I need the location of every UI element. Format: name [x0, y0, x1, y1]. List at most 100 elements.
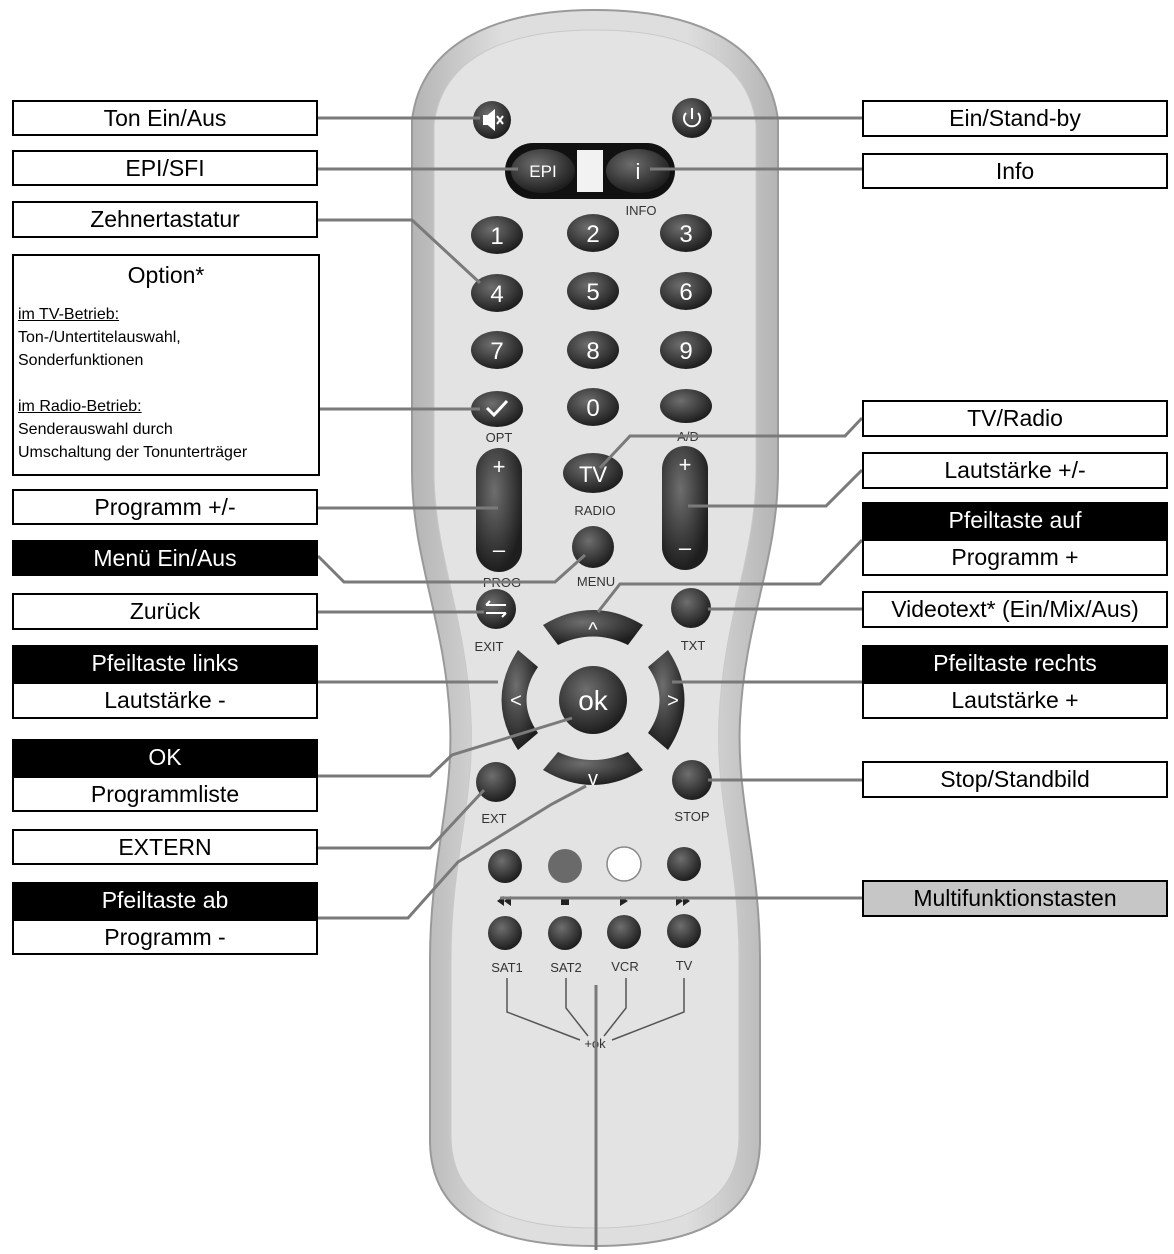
vcr-caption: VCR: [611, 959, 638, 974]
label-programm-plus-minus: Programm +/-: [12, 489, 318, 525]
arrow-right-button[interactable]: [648, 650, 685, 750]
txt-button[interactable]: [671, 588, 711, 628]
label-tv-radio: TV/Radio: [862, 400, 1168, 437]
label-zurueck: Zurück: [12, 593, 318, 630]
digit-5-button[interactable]: [567, 272, 619, 310]
txt-caption: TXT: [681, 638, 706, 653]
digit-3-button[interactable]: [660, 214, 712, 252]
info-button[interactable]: [606, 149, 670, 193]
digit-6-button[interactable]: [660, 272, 712, 310]
label-menu-ein-aus: Menü Ein/Aus: [12, 540, 318, 576]
digit-5-label: 5: [586, 279, 599, 306]
back-icon: [485, 600, 507, 618]
digit-4-button[interactable]: [471, 274, 523, 312]
mute-icon: [483, 108, 504, 132]
exit-caption: EXIT: [475, 639, 504, 654]
sat1-button[interactable]: [488, 916, 522, 950]
digit-1-button[interactable]: [471, 216, 523, 254]
stop-square-button[interactable]: [548, 849, 582, 883]
digit-8-button[interactable]: [567, 331, 619, 369]
label-ein-standby: Ein/Stand-by: [862, 100, 1168, 137]
sat1-caption: SAT1: [491, 960, 523, 975]
vcr-button[interactable]: [607, 915, 641, 949]
info-key-label: i: [636, 159, 641, 184]
volume-plus-sign: +: [679, 452, 692, 477]
digit-9-label: 9: [679, 338, 692, 365]
label-multifunktionstasten: Multifunktionstasten: [862, 880, 1168, 917]
sat2-button[interactable]: [548, 916, 582, 950]
tv-caption: TV: [676, 958, 693, 973]
digit-0-label: 0: [586, 395, 599, 422]
label-zehnertastatur: Zehnertastatur: [12, 201, 318, 238]
label-programm-plus: Programm +: [862, 539, 1168, 576]
digit-4-label: 4: [490, 281, 503, 308]
arrow-down-glyph: v: [588, 768, 598, 790]
power-icon: [683, 108, 701, 128]
fastforward-button[interactable]: [667, 847, 701, 881]
label-ok: OK: [12, 739, 318, 776]
option-box: Option* im TV-Betrieb: Ton-/Untertitelau…: [12, 254, 320, 476]
option-radio-heading: im Radio-Betrieb:: [18, 398, 142, 415]
program-rocker[interactable]: [476, 448, 522, 572]
arrow-right-glyph: >: [667, 690, 679, 712]
ext-caption: EXT: [481, 811, 506, 826]
digit-7-label: 7: [490, 338, 503, 365]
volume-minus-sign: –: [679, 535, 692, 560]
arrow-down-button[interactable]: [543, 752, 643, 785]
ok-button[interactable]: [559, 666, 627, 734]
opt-button[interactable]: [471, 391, 523, 427]
ok-key-label: ok: [578, 685, 609, 716]
label-info: Info: [862, 153, 1168, 189]
exit-button[interactable]: [476, 589, 516, 629]
option-tv-heading: im TV-Betrieb:: [18, 306, 120, 323]
label-programmliste: Programmliste: [12, 776, 318, 812]
digit-0-button[interactable]: [567, 388, 619, 426]
label-videotext: Videotext* (Ein/Mix/Aus): [862, 591, 1168, 628]
label-programm-minus: Programm -: [12, 919, 318, 955]
label-pfeiltaste-rechts: Pfeiltaste rechts: [862, 645, 1168, 682]
option-tv-line-2: Sonderfunktionen: [18, 352, 144, 369]
volume-rocker[interactable]: [662, 446, 708, 570]
label-lautstaerke-plus: Lautstärke +: [862, 682, 1168, 719]
radio-caption: RADIO: [574, 503, 615, 518]
program-plus-sign: +: [493, 454, 506, 479]
tv-radio-button[interactable]: [563, 453, 623, 493]
option-title: Option*: [127, 262, 205, 288]
ext-button[interactable]: [476, 762, 516, 802]
menu-caption: MENU: [577, 574, 615, 589]
arrow-left-button[interactable]: [501, 650, 539, 750]
digit-9-button[interactable]: [660, 331, 712, 369]
epi-key-label: EPI: [529, 162, 556, 181]
stop-button[interactable]: [672, 760, 712, 800]
info-caption: INFO: [625, 203, 656, 218]
arrow-up-glyph: ^: [588, 619, 598, 641]
connector-lines: [316, 116, 864, 1250]
option-radio-line-2: Umschaltung der Tonunterträger: [18, 444, 248, 461]
option-gap: [18, 372, 314, 395]
label-epi-sfi: EPI/SFI: [12, 150, 318, 186]
ad-button[interactable]: [660, 389, 712, 423]
play-button[interactable]: [606, 846, 642, 882]
digit-2-label: 2: [586, 221, 599, 248]
rewind-button[interactable]: [488, 849, 522, 883]
label-lautstaerke-plus-minus: Lautstärke +/-: [862, 452, 1168, 489]
plus-ok-bracket: [506, 978, 685, 1041]
digit-1-label: 1: [490, 223, 503, 250]
option-tv-line-1: Ton-/Untertitelauswahl,: [18, 329, 181, 346]
digit-3-label: 3: [679, 221, 692, 248]
tv-mode-button[interactable]: [667, 914, 701, 948]
arrow-up-button[interactable]: [543, 610, 643, 645]
check-icon: [485, 399, 509, 418]
option-radio-line-1: Senderauswahl durch: [18, 421, 173, 438]
label-lautstaerke-minus: Lautstärke -: [12, 682, 318, 719]
program-minus-sign: –: [493, 537, 506, 562]
arrow-left-glyph: <: [510, 690, 522, 712]
digit-2-button[interactable]: [567, 214, 619, 252]
epi-info-gap: [577, 150, 603, 192]
sat2-caption: SAT2: [550, 960, 582, 975]
epi-button[interactable]: [511, 149, 575, 193]
digit-7-button[interactable]: [471, 331, 523, 369]
label-stop-standbild: Stop/Standbild: [862, 761, 1168, 798]
opt-caption: OPT: [486, 430, 513, 445]
digit-6-label: 6: [679, 279, 692, 306]
